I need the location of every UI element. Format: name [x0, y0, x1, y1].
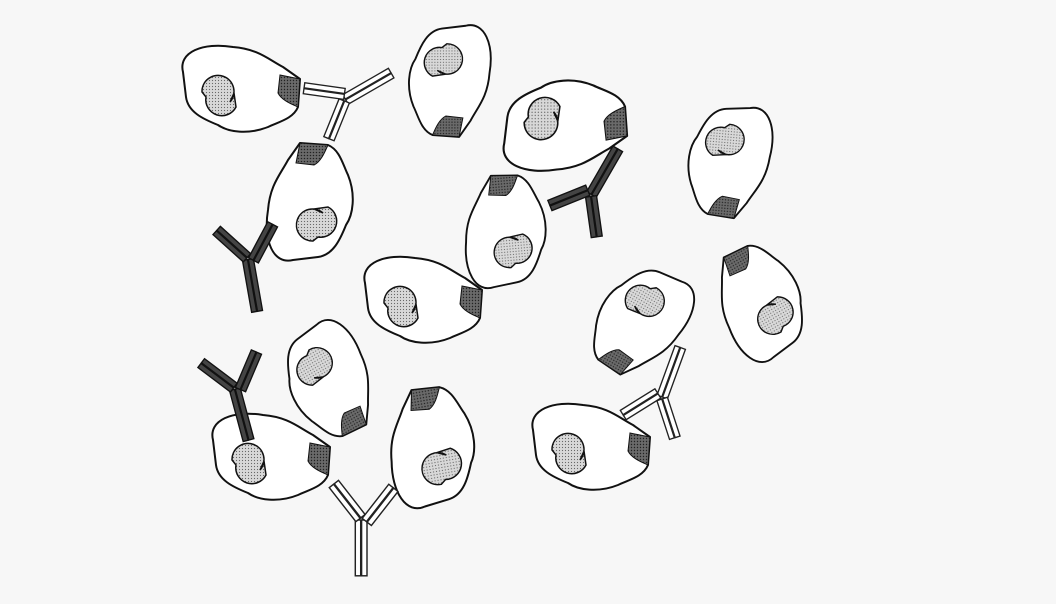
antibody-binding-diagram	[0, 0, 1056, 604]
background	[0, 0, 1056, 604]
